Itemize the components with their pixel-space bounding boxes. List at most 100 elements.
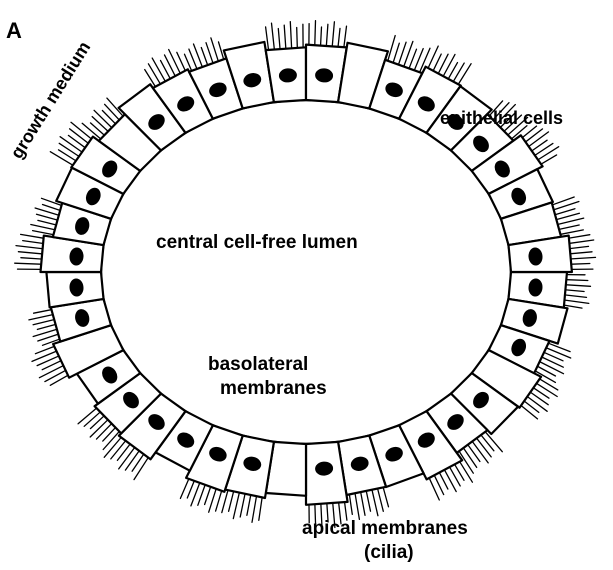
cilium	[111, 441, 126, 459]
cilium	[205, 488, 211, 505]
cilium	[565, 300, 589, 303]
cilium	[366, 492, 370, 512]
cilium	[572, 257, 596, 259]
cilium	[21, 258, 41, 259]
cilium	[82, 123, 100, 139]
cilium	[103, 432, 119, 450]
cilium	[169, 50, 180, 73]
cilium	[29, 315, 52, 320]
cilium	[445, 470, 456, 491]
cilium	[50, 152, 72, 165]
cilium	[535, 143, 553, 155]
cilium	[34, 310, 52, 314]
cilium	[521, 406, 537, 419]
cilium	[94, 110, 111, 127]
cilium	[383, 488, 388, 507]
cilium	[361, 493, 365, 516]
cilium	[566, 295, 587, 297]
cilium	[526, 129, 543, 142]
cilium	[540, 362, 563, 374]
cilium	[571, 246, 589, 248]
cilium	[187, 481, 194, 498]
cilium	[38, 334, 58, 341]
cilium	[332, 22, 334, 46]
cilium	[349, 495, 352, 515]
cilium	[35, 347, 54, 354]
cilium	[485, 432, 502, 452]
basolateral-label-line2: membranes	[220, 378, 327, 399]
cilium	[37, 325, 54, 330]
cilium	[90, 420, 107, 437]
cilium	[185, 54, 192, 70]
cilium	[148, 64, 160, 84]
cilium	[473, 442, 489, 463]
cilium	[105, 104, 119, 119]
cilium	[180, 479, 188, 498]
cilium	[460, 462, 473, 482]
cilium	[566, 290, 584, 292]
cilium	[21, 234, 44, 238]
cilium	[206, 43, 213, 63]
cilium	[84, 412, 100, 426]
cilium	[567, 285, 591, 287]
cilium	[18, 252, 41, 254]
cilium	[198, 486, 205, 506]
cilium	[569, 235, 590, 238]
cilium	[459, 451, 473, 473]
cilium	[60, 137, 81, 152]
cilium	[152, 58, 165, 81]
cilium	[119, 448, 135, 469]
cilium	[547, 348, 571, 358]
cilium	[78, 408, 96, 424]
cilium	[556, 209, 575, 215]
cilium	[32, 351, 56, 361]
cilium	[531, 393, 548, 405]
cilium	[39, 366, 62, 378]
cilium	[33, 320, 53, 325]
cilium	[529, 132, 548, 146]
cilium	[134, 458, 148, 480]
cilium	[23, 241, 43, 244]
cilium	[572, 264, 590, 265]
cilium	[211, 38, 218, 61]
cilium	[45, 371, 65, 382]
cilium	[290, 22, 291, 48]
cilium	[16, 246, 42, 249]
apical-label-line2: (cilia)	[364, 542, 414, 563]
cilium	[378, 489, 384, 511]
cilium	[92, 117, 107, 131]
cilium	[91, 123, 105, 135]
cilium	[247, 496, 251, 516]
cilium	[557, 213, 579, 219]
cilium	[468, 445, 480, 461]
cilium	[570, 240, 594, 243]
cilium	[372, 490, 378, 515]
cilium	[338, 28, 340, 46]
cilium	[481, 435, 494, 450]
cilium	[315, 21, 316, 45]
cilium	[125, 451, 138, 470]
cilium	[540, 379, 558, 390]
cilium	[259, 498, 262, 521]
cilium	[444, 54, 455, 75]
basolateral-label-line1: basolateral	[208, 354, 308, 375]
cilium	[102, 111, 115, 124]
cilium	[284, 25, 286, 48]
cilium	[297, 28, 298, 48]
cilium	[344, 26, 347, 47]
cilium	[528, 397, 547, 411]
cilium	[477, 439, 491, 457]
cilium	[464, 448, 477, 467]
epithelial-cells-label: epithelial cells	[440, 108, 563, 128]
cilium	[201, 48, 207, 65]
growth-medium-label: growth medium	[6, 38, 94, 162]
cilium	[229, 492, 234, 511]
cilium	[70, 129, 88, 143]
cilium	[433, 54, 441, 70]
cilium	[68, 135, 84, 147]
cilium	[537, 384, 557, 397]
cilium	[458, 64, 471, 84]
cilium	[240, 495, 245, 518]
cilium	[252, 497, 256, 523]
cilium	[209, 489, 216, 512]
